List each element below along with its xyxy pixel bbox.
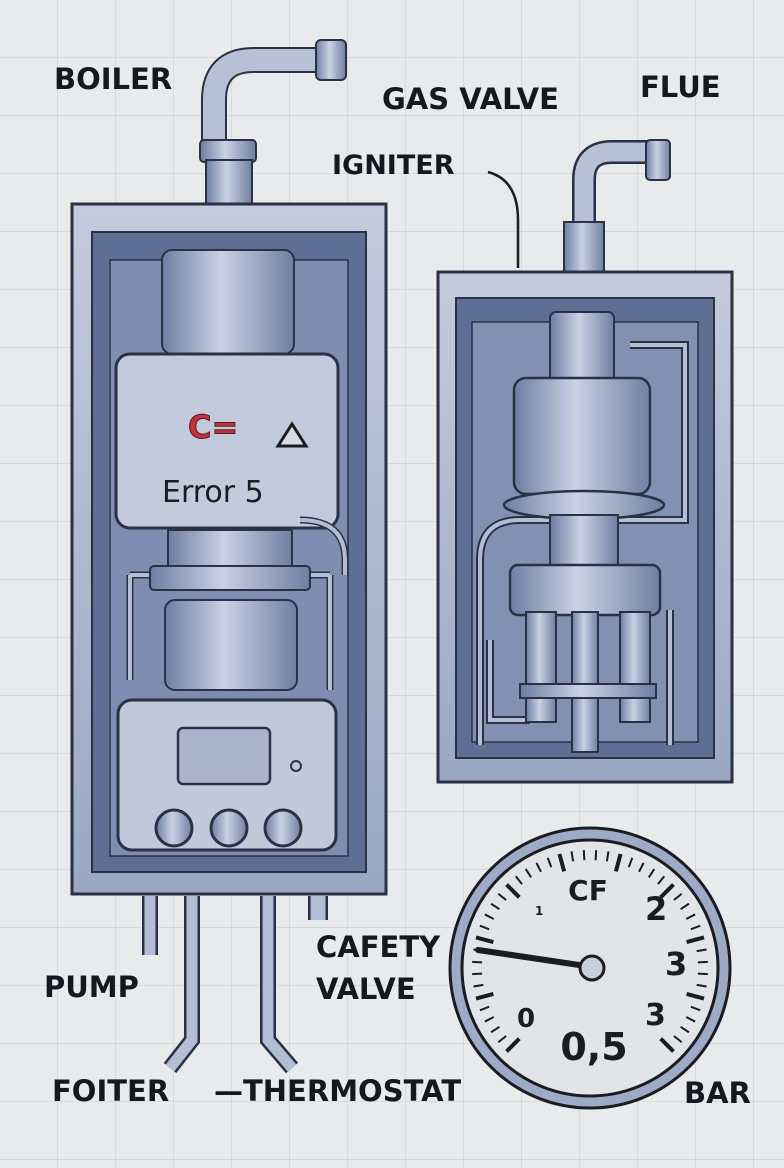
gauge-tick — [659, 1037, 675, 1053]
gauge-tick — [582, 850, 586, 861]
gauge-tick — [497, 892, 507, 901]
gauge-tick — [514, 875, 523, 885]
label-bar: BAR — [684, 1076, 751, 1110]
label-flue: FLUE — [640, 70, 721, 104]
gauge-tick — [680, 902, 690, 911]
gauge-tick — [686, 935, 705, 945]
gauge-tick — [697, 960, 708, 964]
gauge-tick — [613, 853, 623, 872]
gauge-tick — [697, 972, 708, 976]
gauge-reading: 0,5 — [560, 1025, 627, 1069]
gauge-tick — [696, 983, 707, 988]
gauge-tick — [690, 924, 701, 931]
gauge-tick — [673, 1035, 683, 1044]
gauge-ticks — [472, 850, 708, 1053]
control-knob[interactable] — [209, 808, 249, 848]
gauge-tick — [497, 1035, 507, 1044]
gauge-tick — [686, 991, 705, 1001]
boiler-flue-pipe — [199, 39, 347, 205]
label-igniter: IGNITER — [332, 150, 455, 181]
gauge-tick — [505, 1037, 521, 1053]
gauge-tick — [657, 875, 666, 885]
error-code: C= — [188, 408, 238, 446]
gauge-tick — [475, 935, 494, 945]
gauge-tick — [627, 857, 634, 868]
gauge-tick — [479, 924, 490, 931]
gauge-tick — [484, 1016, 495, 1023]
gauge-tick — [638, 862, 645, 873]
gauge-top-label: CF — [568, 874, 608, 907]
gauge-tick — [605, 851, 610, 862]
gauge-tick — [546, 857, 553, 868]
label-thermostat: —THERMOSTAT — [214, 1074, 462, 1108]
label-safety-valve-line2: VALVE — [316, 972, 416, 1006]
gauge-tick-label: 1 — [535, 904, 543, 918]
gauge-tick-label: 3 — [645, 998, 666, 1033]
gauge-tick — [659, 883, 675, 899]
gauge-needle — [475, 947, 589, 969]
gauge-tick — [490, 902, 500, 911]
gauge-tick — [490, 1025, 500, 1034]
gauge-needle-hub — [578, 954, 606, 982]
gauge-tick — [535, 862, 542, 873]
label-safety-valve-line1: CAFETY — [316, 930, 441, 964]
gauge-tick — [473, 983, 484, 988]
gauge-tick-label: 3 — [665, 945, 687, 983]
warning-triangle-icon — [275, 421, 309, 448]
gas-valve-unit — [436, 139, 734, 784]
gauge-tick-label: 0 — [517, 1004, 535, 1034]
gauge-tick — [685, 913, 696, 920]
gauge-tick — [475, 991, 494, 1001]
error-message: Error 5 — [162, 475, 264, 510]
gauge-tick — [594, 850, 598, 861]
gauge-tick — [484, 913, 495, 920]
label-filter: FOITER — [52, 1074, 170, 1108]
gauge-tick — [472, 960, 483, 964]
control-knob[interactable] — [154, 808, 194, 848]
gauge-tick-label: 2 — [645, 890, 667, 928]
gauge-tick — [479, 1005, 490, 1012]
igniter-leader-line — [487, 170, 520, 268]
gauge-tick — [524, 868, 533, 878]
boiler-cabinet — [70, 202, 388, 896]
label-gas-valve: GAS VALVE — [382, 82, 559, 116]
gauge-tick — [690, 1005, 701, 1012]
label-boiler: BOILER — [54, 62, 173, 96]
gauge-tick — [557, 853, 567, 872]
gauge-tick — [647, 868, 656, 878]
control-knob[interactable] — [263, 808, 303, 848]
gauge-tick — [570, 851, 575, 862]
gauge-tick — [505, 883, 521, 899]
gauge-tick — [680, 1025, 690, 1034]
pressure-gauge — [448, 826, 732, 1110]
label-pump: PUMP — [44, 970, 139, 1004]
boiler-bottom-pipes — [142, 896, 328, 1074]
gauge-tick — [696, 948, 707, 953]
gauge-tick — [472, 972, 483, 976]
gauge-tick — [685, 1016, 696, 1023]
gauge-tick — [673, 892, 683, 901]
